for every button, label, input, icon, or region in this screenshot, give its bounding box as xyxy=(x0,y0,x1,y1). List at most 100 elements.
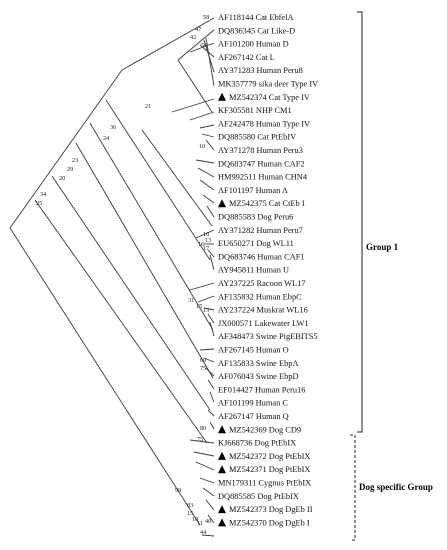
leaf-label: EF014427 Human Peru16 xyxy=(218,385,305,394)
leaf-label: AY237224 Muskrat WL16 xyxy=(218,306,308,315)
branch-mid-1 xyxy=(195,159,215,164)
branch-type4-3 xyxy=(199,124,215,129)
branch-ds-7 xyxy=(201,534,215,537)
branch-dog-3 xyxy=(207,249,215,258)
support-value: 42 xyxy=(190,34,196,41)
support-value: 80 xyxy=(200,425,206,432)
leaf-label: AY237225 Racoon WL17 xyxy=(218,279,305,288)
branch-wild-2 xyxy=(197,295,215,303)
sample-marker-triangle-icon xyxy=(218,425,226,434)
branch-f-lower xyxy=(141,129,213,227)
support-value: 25 xyxy=(36,200,42,207)
support-value: 23 xyxy=(72,157,78,164)
support-value: 21 xyxy=(145,103,151,110)
leaf-label: MZ542370 Dog DgEb I xyxy=(229,518,310,527)
support-value: 58 xyxy=(203,14,209,21)
branch-dog-1 xyxy=(195,229,215,239)
leaf-label: AY945811 Human U xyxy=(218,266,289,275)
leaf-label: MZ542374 Cat Type IV xyxy=(229,93,310,102)
branch-swine-2 xyxy=(203,357,215,363)
support-value: 75 xyxy=(197,436,203,443)
branch-mid-2 xyxy=(197,167,215,178)
leaf-label: DQ885585 Dog PtEbIX xyxy=(218,492,299,501)
support-value: 47 xyxy=(195,26,201,33)
leaf-label: KF305581 NHP CM1 xyxy=(218,106,292,115)
branch-ds-root xyxy=(189,439,215,444)
leaf-label: JX000571 Lakewater LW1 xyxy=(218,319,309,328)
support-value: 36 xyxy=(110,124,116,131)
support-value: 10 xyxy=(192,516,198,523)
group-1-label: Group 1 xyxy=(366,242,399,252)
leaf-label: AF348473 Swine PigEBITS5 xyxy=(218,332,318,341)
leaf-label: KJ668736 Dog PtEbIX xyxy=(218,439,296,448)
branch-ds-5 xyxy=(205,499,215,511)
branch-mid-3 xyxy=(199,179,215,191)
leaf-label: AF101199 Human C xyxy=(218,399,288,408)
branch-type4-2 xyxy=(189,111,215,121)
support-value: 10 xyxy=(199,143,205,150)
branch-wild-1 xyxy=(189,282,215,291)
sample-marker-triangle-icon xyxy=(218,451,226,460)
support-value: 16 xyxy=(198,241,204,248)
branch-wild-4 xyxy=(207,313,215,324)
support-value: 15 xyxy=(187,510,193,517)
branch-ds-2 xyxy=(195,461,215,471)
leaf-label: MZ542373 Dog DgEb II xyxy=(229,505,313,514)
branch-top-6 xyxy=(205,37,215,87)
branch-ds-6 xyxy=(207,514,215,524)
group-annotations: Group 1 Dog specific Group xyxy=(350,11,433,541)
support-value: 10 xyxy=(203,231,209,238)
support-value: 13 xyxy=(205,237,211,244)
support-value: 20 xyxy=(59,175,65,182)
branch-root-upper xyxy=(9,69,123,229)
support-value: 17 xyxy=(203,245,209,252)
branch-top-1 xyxy=(121,17,215,71)
branch-mid-5 xyxy=(206,205,215,218)
tree-branches xyxy=(9,17,215,537)
branch-type4-1 xyxy=(171,98,215,113)
leaf-label: AF242478 Human Type IV xyxy=(218,119,310,128)
support-value: 24 xyxy=(103,135,110,142)
support-value: 60 xyxy=(200,357,206,364)
branch-ds-3 xyxy=(199,477,215,484)
branch-mid-4 xyxy=(202,194,215,204)
leaf-label: AF267147 Human Q xyxy=(218,412,289,421)
sample-marker-triangle-icon xyxy=(218,505,226,514)
branch-dog-4 xyxy=(209,254,215,271)
leaf-label: AY371283 Human Peru8 xyxy=(218,66,303,75)
bootstrap-support-values: 58 47 42 56 21 36 24 23 29 20 34 25 10 1… xyxy=(36,14,211,536)
branch-type4-5 xyxy=(205,139,215,151)
leaf-label: AF267142 Cat L xyxy=(218,53,275,62)
sample-marker-triangle-icon xyxy=(218,465,226,474)
support-value: 40 xyxy=(205,518,211,525)
leaf-label: DQ683746 Human CAF1 xyxy=(218,252,305,261)
support-value: 34 xyxy=(40,191,47,198)
support-value: 31 xyxy=(188,297,194,304)
branch-c-lower xyxy=(75,142,214,379)
leaf-label: MK357779 sika deer Type IV xyxy=(218,80,318,89)
leaf-label: AF076043 Swine EbpD xyxy=(218,372,299,381)
support-value: 56 xyxy=(201,42,207,49)
branch-wild-5 xyxy=(209,321,215,337)
support-value: 99 xyxy=(175,487,181,494)
leaf-label: AF101197 Human A xyxy=(218,186,288,195)
leaf-label: AF267145 Human O xyxy=(218,346,289,355)
branch-ds-4 xyxy=(202,487,215,497)
support-value: 15 xyxy=(196,303,202,310)
leaf-label: MZ542371 Dog PtEbIX xyxy=(229,465,310,474)
support-value: 75 xyxy=(200,365,206,372)
branch-e-lower xyxy=(105,99,211,261)
branch-swine-3 xyxy=(205,367,215,377)
dog-group-bracket xyxy=(350,434,356,541)
leaf-label: DQ683747 Human CAF2 xyxy=(218,159,305,168)
branch-swine-1 xyxy=(199,348,215,351)
support-value: 13 xyxy=(203,307,209,314)
support-value: 29 xyxy=(67,166,73,173)
branch-wild-3 xyxy=(203,307,215,311)
branch-swine-5 xyxy=(209,391,215,403)
branch-top-3 xyxy=(189,42,215,53)
support-value: 83 xyxy=(187,502,193,509)
